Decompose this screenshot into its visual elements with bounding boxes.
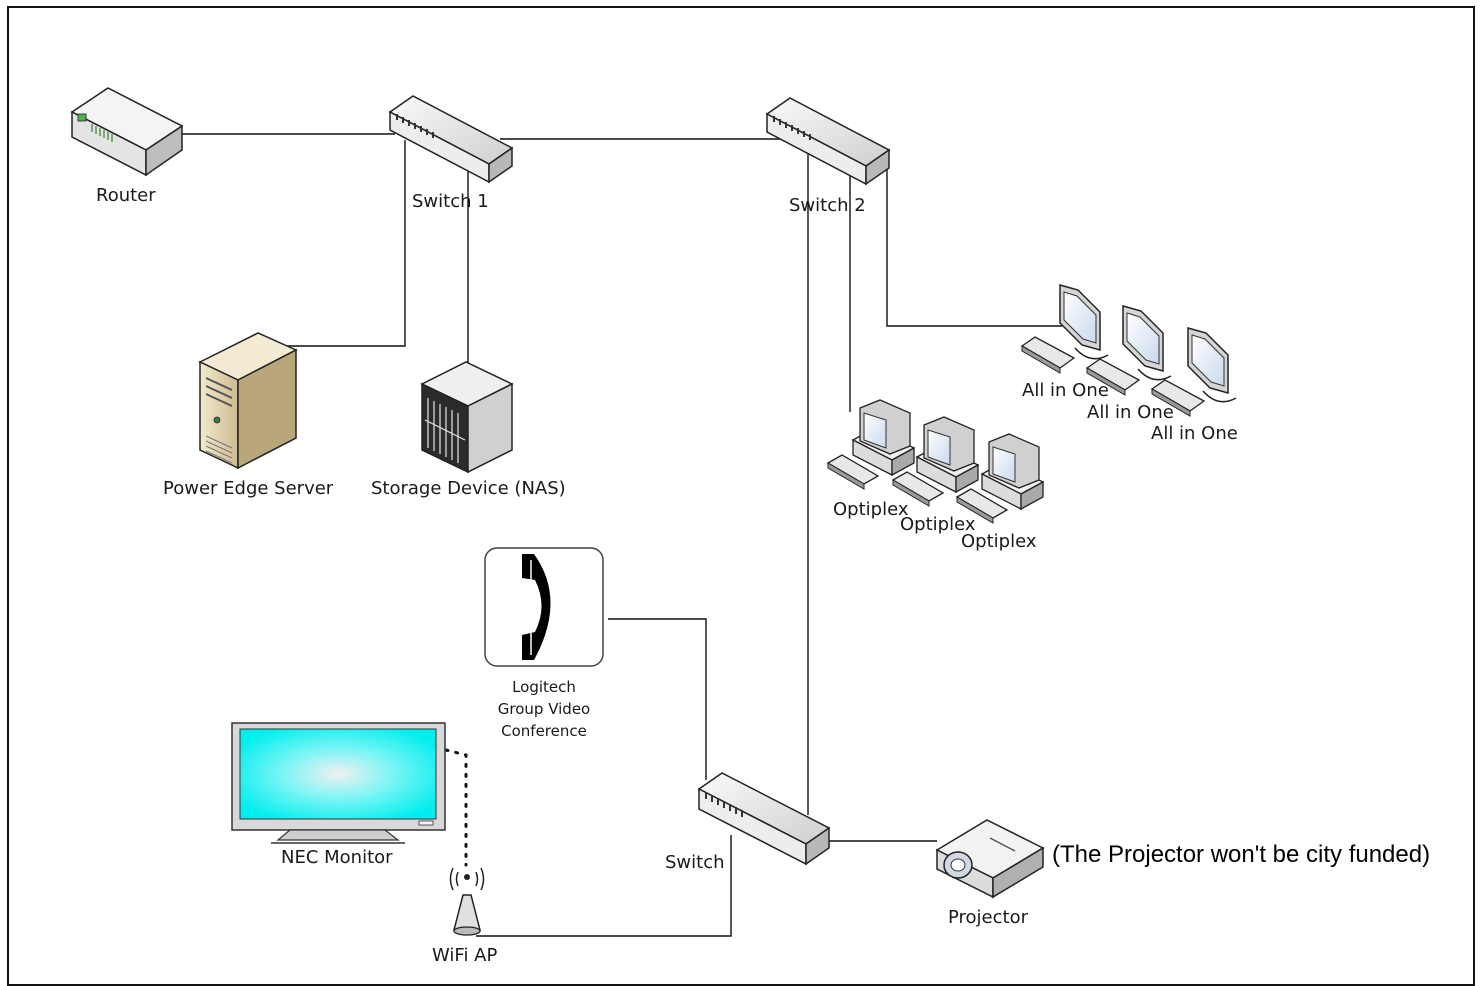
- server-icon: [198, 332, 298, 470]
- optiplex-3-label: Optiplex: [961, 531, 1037, 552]
- projector-icon: [935, 819, 1045, 899]
- switch1-label: Switch 1: [412, 191, 489, 212]
- aio-3-icon: [1150, 327, 1237, 417]
- optiplex-2-label: Optiplex: [900, 514, 976, 535]
- connection-lines: [180, 133, 1062, 937]
- router-icon: [70, 87, 184, 177]
- nas-icon: [420, 361, 514, 474]
- wireless-link-dotted: [444, 748, 468, 867]
- aio-1-label: All in One: [1022, 380, 1109, 401]
- optiplex-1-icon: [826, 399, 916, 490]
- phone-icon: [484, 547, 604, 667]
- logitech-label-line2: Group Video: [497, 700, 591, 718]
- logitech-label: Logitech Group Video Conference: [480, 676, 608, 742]
- optiplex-3-icon: [955, 433, 1045, 524]
- router-label: Router: [96, 185, 156, 206]
- wifi-ap-label: WiFi AP: [432, 945, 498, 966]
- logitech-label-line1: Logitech: [512, 678, 576, 696]
- switch-label: Switch: [665, 852, 725, 873]
- projector-label: Projector: [948, 907, 1028, 928]
- switch1-icon: [388, 95, 514, 184]
- wifi-ap-icon: [449, 867, 485, 936]
- switch-icon: [697, 772, 831, 866]
- aio-3-label: All in One: [1151, 423, 1238, 444]
- logitech-label-line3: Conference: [501, 722, 587, 740]
- aio-2-label: All in One: [1087, 402, 1174, 423]
- nas-label: Storage Device (NAS): [371, 478, 566, 499]
- aio-1-icon: [1020, 284, 1109, 374]
- link-switch2-aio: [886, 170, 1062, 327]
- switch2-icon: [765, 97, 891, 186]
- switch2-label: Switch 2: [789, 195, 866, 216]
- nec-monitor-label: NEC Monitor: [281, 847, 393, 868]
- optiplex-2-icon: [891, 416, 980, 507]
- optiplex-1-label: Optiplex: [833, 499, 909, 520]
- server-label: Power Edge Server: [163, 478, 334, 499]
- aio-2-icon: [1085, 305, 1172, 396]
- link-logitech-switch: [608, 618, 707, 780]
- projector-note: (The Projector won't be city funded): [1052, 841, 1431, 868]
- link-wifi-switch: [476, 835, 732, 937]
- nec-monitor-icon: [231, 722, 446, 844]
- link-switch1-server: [285, 140, 406, 347]
